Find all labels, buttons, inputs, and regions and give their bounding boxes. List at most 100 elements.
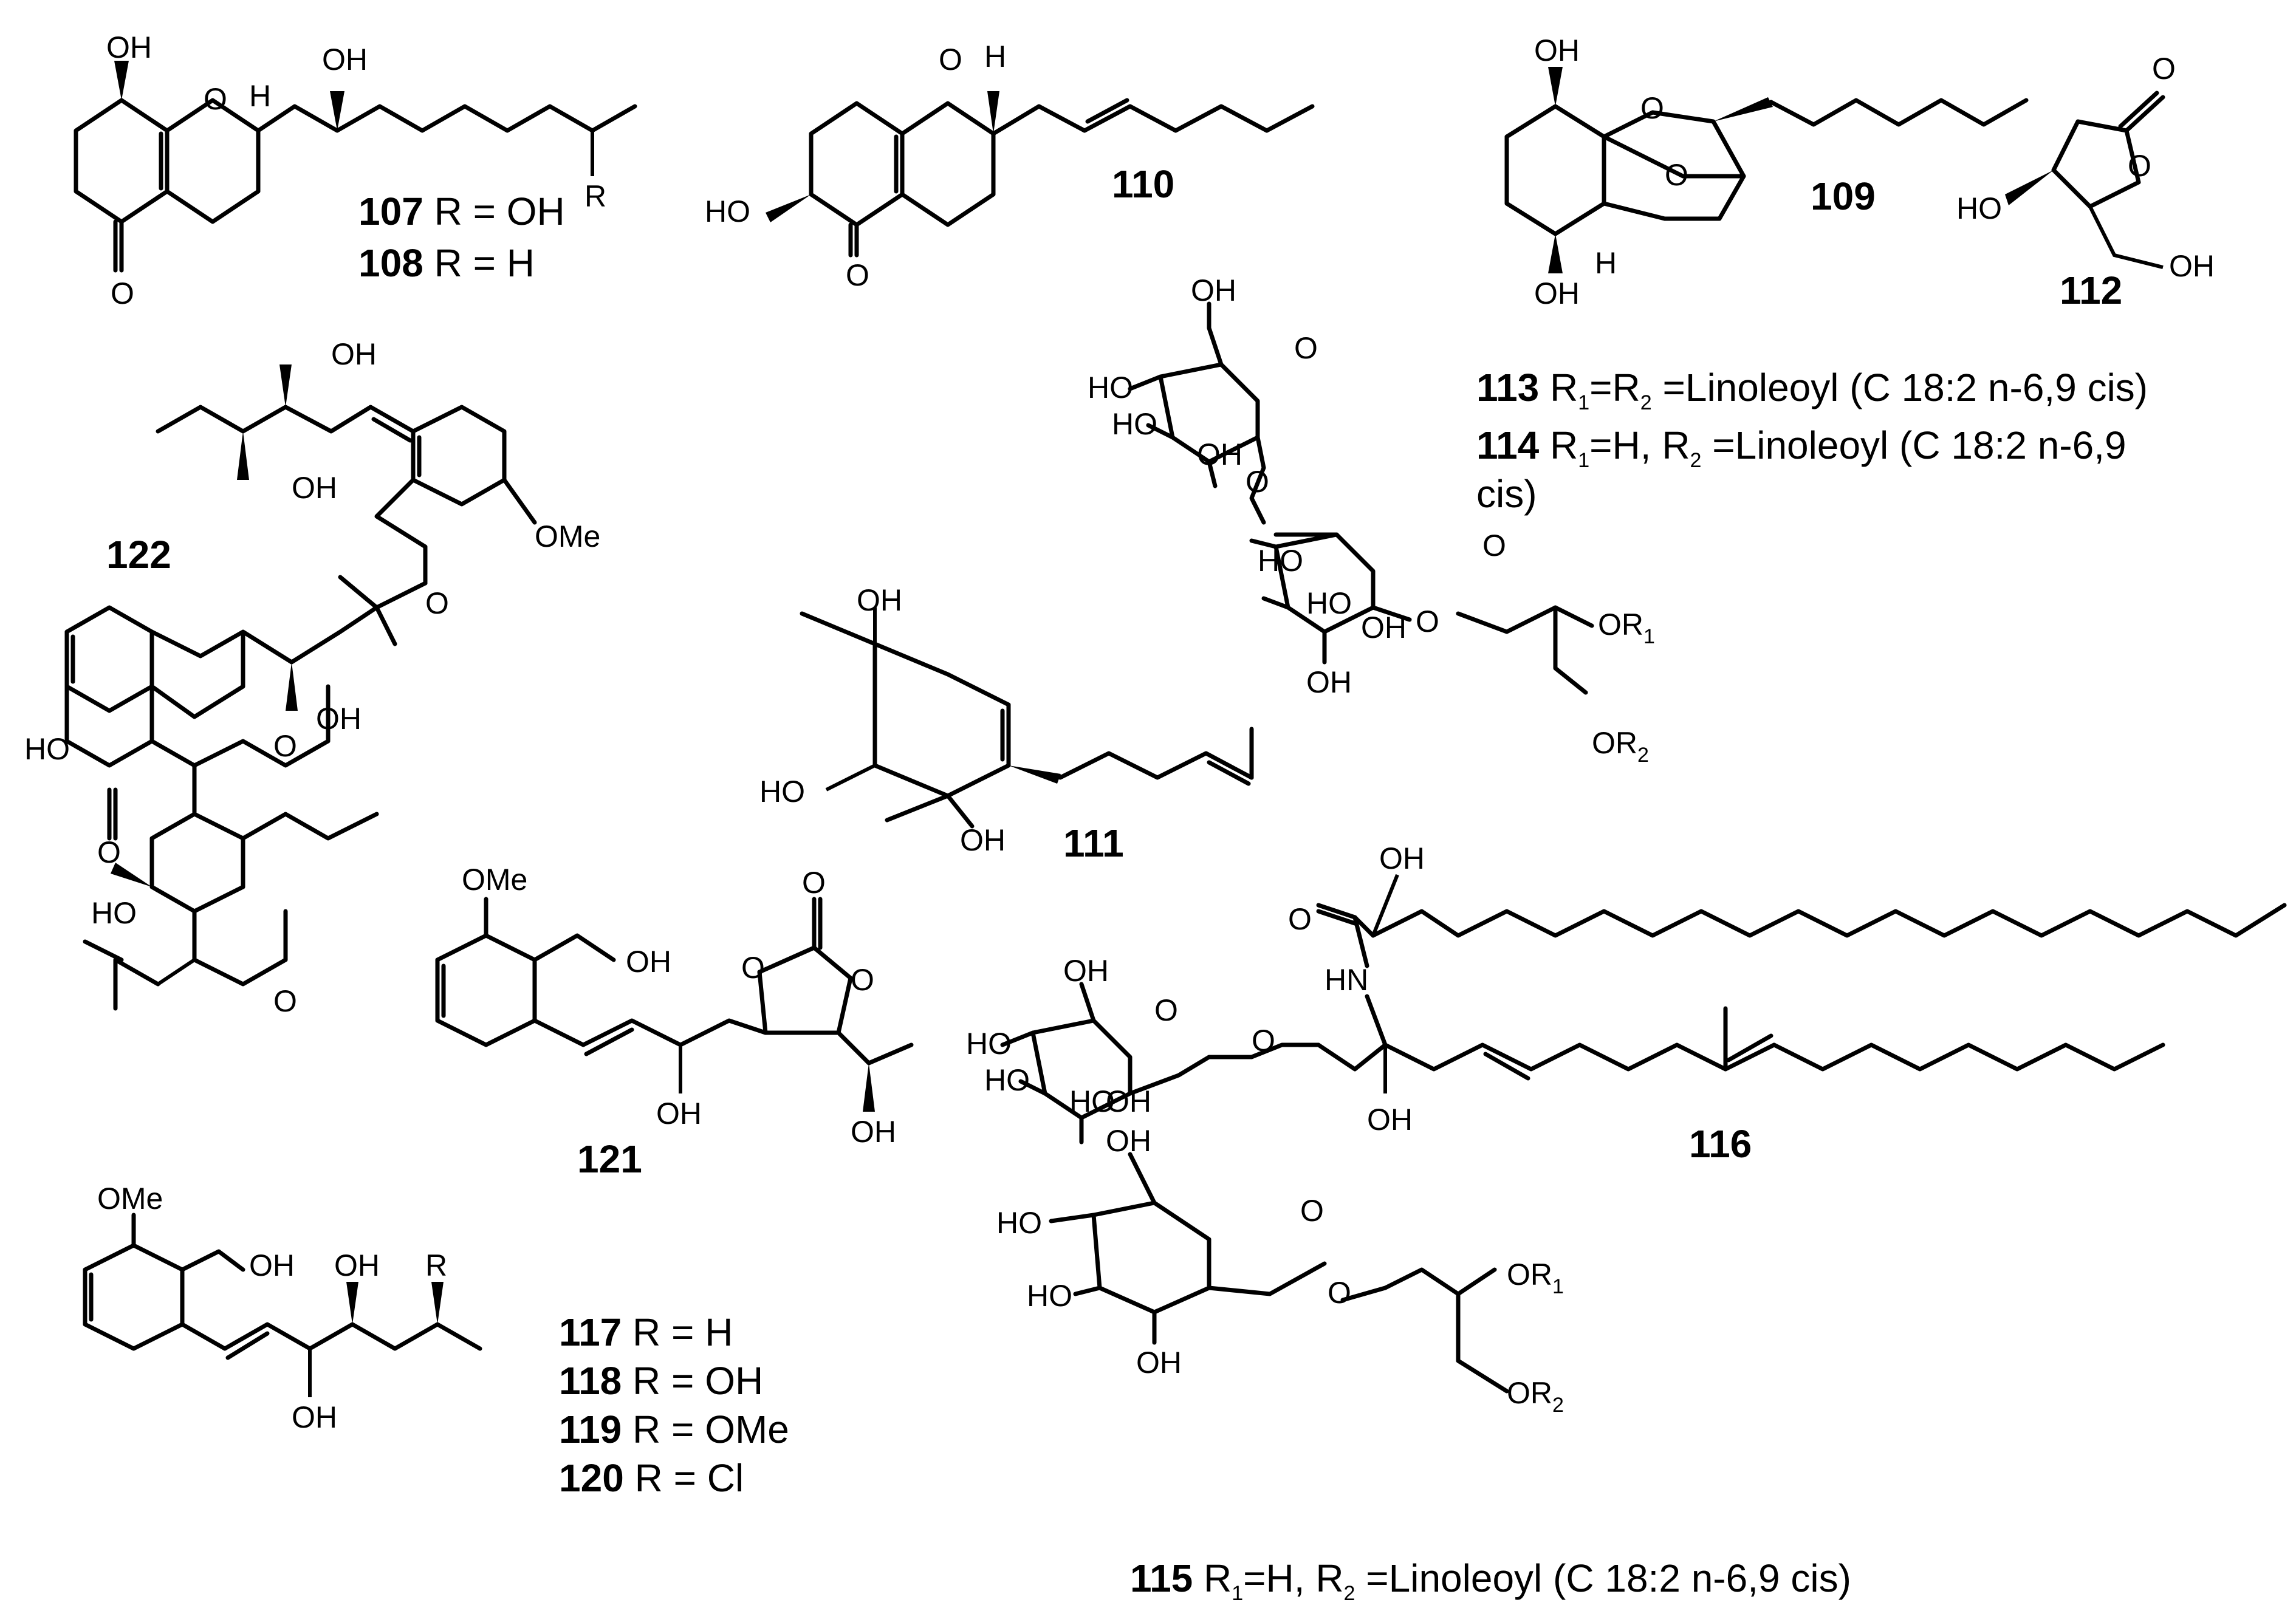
oh-label: OH	[1306, 665, 1352, 699]
ho-label: HO	[705, 194, 750, 228]
ho-label: HO	[984, 1063, 1030, 1097]
ho-label: HO	[966, 1027, 1012, 1061]
ring-oxygen-label: O	[1300, 1194, 1324, 1228]
h-label: H	[249, 79, 271, 113]
compound-108-caption: 108 R = H	[358, 241, 535, 285]
ho-label: HO	[1258, 544, 1303, 578]
methoxy-label: OMe	[535, 519, 600, 553]
r-group-label: R	[584, 179, 606, 213]
ho-label: HO	[24, 732, 70, 766]
r-group-label: R	[425, 1248, 447, 1282]
carbonate-oxygen-label: O	[741, 951, 765, 985]
ring-oxygen-label: O	[939, 43, 962, 77]
or2-label: OR2	[1507, 1376, 1564, 1417]
amide-oxygen-label: O	[1288, 902, 1312, 936]
oh-label: OH	[656, 1097, 702, 1131]
ho-label: HO	[759, 775, 805, 809]
oh-label: OH	[1534, 276, 1580, 310]
oh-label: OH	[1367, 1103, 1413, 1137]
structure-111: OH HO OH 111	[759, 583, 1254, 865]
xanthone-oxygen-label: O	[273, 729, 297, 763]
compound-114-caption-wrap: cis)	[1476, 472, 1537, 516]
ho-label: HO	[1069, 1084, 1115, 1118]
ho-label: HO	[1088, 371, 1133, 405]
ring-oxygen-label: O	[204, 82, 227, 116]
compound-117-caption: 117 R = H	[559, 1310, 733, 1354]
structure-121: OMe OH O O O OH OH 121	[435, 863, 914, 1181]
glycosidic-oxygen-label: O	[1252, 1024, 1275, 1058]
oh-label: OH	[626, 945, 671, 979]
oh-label: OH	[292, 471, 337, 505]
methoxy-label: OMe	[462, 863, 527, 897]
oh-label: OH	[1197, 437, 1242, 471]
oh-label: OH	[1136, 1346, 1182, 1380]
or1-label: OR1	[1598, 607, 1655, 648]
structure-122: OH OH OMe O OH HO O O HO O 122	[24, 337, 600, 1018]
carbonyl-oxygen-label: O	[802, 866, 826, 900]
compound-121-caption: 121	[577, 1137, 642, 1181]
compound-112-caption: 112	[2060, 269, 2122, 312]
compound-114-caption: 114 R1=H, R2 =Linoleoyl (C 18:2 n-6,9	[1476, 423, 2126, 472]
structure-107-108: OH O H OH O R 107 R = OH 108 R = H	[74, 30, 637, 310]
oh-label: OH	[106, 30, 152, 64]
anomeric-oxygen-label: O	[1328, 1276, 1351, 1310]
oh-label: OH	[316, 702, 362, 736]
oh-label: OH	[292, 1400, 337, 1434]
ho-label: HO	[1956, 191, 2002, 225]
compound-109-caption: 109	[1811, 174, 1876, 218]
ketone-oxygen-label: O	[97, 835, 121, 869]
oh-label: OH	[1106, 1084, 1151, 1118]
ketone-oxygen-label: O	[111, 276, 134, 310]
pyran-oxygen-label: O	[273, 984, 297, 1018]
ho-label: HO	[1027, 1279, 1072, 1313]
compound-118-caption: 118 R = OH	[559, 1359, 763, 1403]
structure-110: O H HO O 110	[705, 39, 1315, 292]
oh-label: OH	[960, 823, 1006, 857]
oh-label: OH	[1106, 1124, 1151, 1158]
oh-label: OH	[857, 583, 902, 617]
glycosidic-oxygen-label: O	[1246, 465, 1269, 499]
carbonyl-oxygen-label: O	[2152, 52, 2176, 86]
methoxy-label: OMe	[97, 1182, 163, 1216]
ho-label: HO	[996, 1206, 1042, 1240]
compound-110-caption: 110	[1112, 162, 1174, 206]
compound-119-caption: 119 R = OMe	[559, 1408, 789, 1451]
oh-label: OH	[1191, 273, 1236, 307]
oh-label: OH	[1379, 841, 1425, 875]
bridge-oxygen-label: O	[1665, 158, 1688, 192]
compound-116-caption: 116	[1689, 1122, 1752, 1166]
compound-111-caption: 111	[1063, 821, 1124, 865]
ring-oxygen-label: O	[1154, 993, 1178, 1027]
compound-113-caption: 113 R1=R2 =Linoleoyl (C 18:2 n-6,9 cis)	[1476, 366, 2148, 414]
compound-122-caption: 122	[106, 533, 171, 577]
bridge-oxygen-label: O	[1640, 91, 1664, 125]
oh-label: OH	[334, 1248, 380, 1282]
ho-label: HO	[1112, 407, 1157, 441]
ether-oxygen-label: O	[425, 586, 449, 620]
anomeric-oxygen-label: O	[1416, 604, 1439, 638]
oh-label: OH	[1063, 954, 1109, 988]
structure-112: O O HO OH 112	[1956, 52, 2215, 312]
compound-120-caption: 120 R = Cl	[559, 1456, 744, 1500]
ring-oxygen-label: O	[1294, 331, 1318, 365]
oh-label: OH	[322, 43, 368, 77]
structure-115: OH O HO HO OH O OR1 OR2 115 R1=H, R2 =Li…	[996, 1124, 1851, 1605]
structure-117-120: OMe OH OH R OH 117 R = H 118 R = OH 119 …	[83, 1182, 789, 1500]
structure-109: OH OH O O H 109	[1504, 33, 2029, 310]
compound-107-caption: 107 R = OH	[358, 190, 565, 233]
ho-label: HO	[1306, 586, 1352, 620]
ho-label: HO	[91, 896, 137, 930]
ring-oxygen-label: O	[2128, 149, 2151, 183]
h-label: H	[1595, 246, 1617, 280]
ring-oxygen-label: O	[1482, 529, 1506, 563]
oh-label: OH	[331, 337, 377, 371]
oh-label: OH	[2169, 249, 2215, 283]
oh-label: OH	[1361, 611, 1407, 645]
carbonate-oxygen-label: O	[851, 963, 874, 997]
or1-label: OR1	[1507, 1258, 1564, 1298]
structure-116: OH O HN OH OH O HO HO HO OH O 116	[966, 841, 2287, 1166]
oh-label: OH	[249, 1248, 295, 1282]
or2-label: OR2	[1592, 726, 1649, 767]
